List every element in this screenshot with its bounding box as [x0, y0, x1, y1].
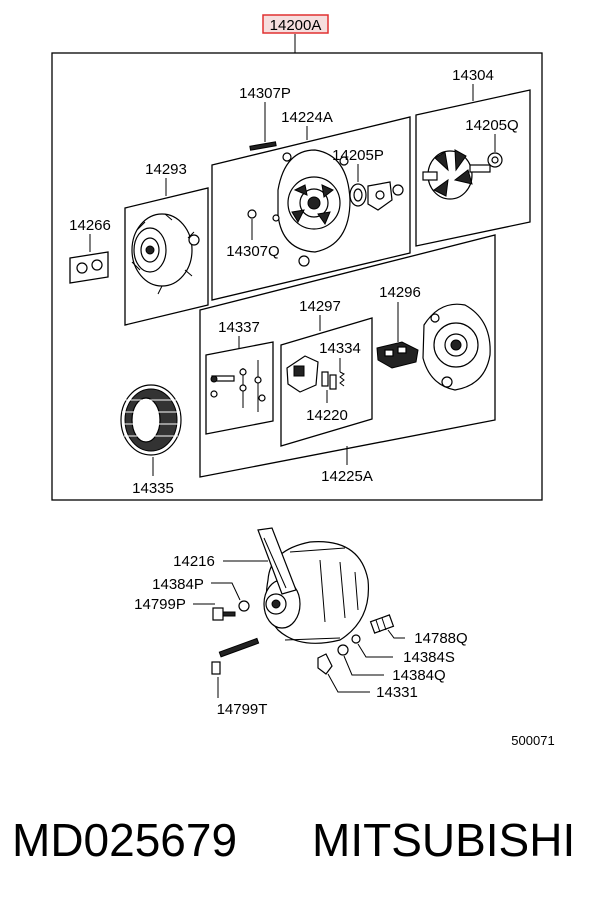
- label-14335[interactable]: 14335: [132, 480, 174, 497]
- nut-14266: [76, 262, 88, 274]
- label-14799T[interactable]: 14799T: [217, 701, 268, 718]
- panel-rear-bracket: [199, 234, 496, 478]
- panel-brush-holder: [280, 317, 373, 447]
- label-14220[interactable]: 14220: [306, 407, 348, 424]
- panel-front-bracket: [211, 116, 411, 301]
- leader-14384P: [211, 582, 241, 601]
- bearing-14205P: [349, 181, 404, 211]
- panel-nut-washer: [69, 251, 109, 284]
- stator-part: [120, 384, 182, 456]
- washer-14266: [91, 259, 103, 271]
- assembly-frame: [51, 52, 543, 501]
- label-14799P[interactable]: 14799P: [134, 596, 186, 613]
- washer-14384Q: [337, 644, 349, 656]
- washer-14307Q: [272, 214, 280, 222]
- label-14304[interactable]: 14304: [452, 67, 494, 84]
- regulator-part: [376, 341, 419, 369]
- assembly-label[interactable]: 14200A: [270, 17, 322, 34]
- label-14307Q[interactable]: 14307Q: [226, 243, 279, 260]
- terminal-kit-part: [210, 360, 266, 412]
- rear-bracket-part: [422, 303, 491, 391]
- washer-14384P: [238, 600, 250, 612]
- label-14334[interactable]: 14334: [319, 340, 361, 357]
- leader-14331: [327, 673, 370, 693]
- label-14205Q[interactable]: 14205Q: [465, 117, 518, 134]
- label-14331[interactable]: 14331: [376, 684, 418, 701]
- assembly-label-highlight: [262, 14, 329, 34]
- label-14293[interactable]: 14293: [145, 161, 187, 178]
- part-number: MD025679: [12, 814, 237, 866]
- label-14788Q[interactable]: 14788Q: [414, 630, 467, 647]
- label-14384Q[interactable]: 14384Q: [392, 667, 445, 684]
- alternator-assembly-part: [257, 527, 370, 644]
- panel-rotor: [415, 89, 531, 247]
- label-14216[interactable]: 14216: [173, 553, 215, 570]
- bolt-14307P: [249, 141, 277, 151]
- label-14266[interactable]: 14266: [69, 217, 111, 234]
- washer-14384S: [351, 634, 361, 644]
- screw-14307Q: [247, 209, 257, 219]
- leader-14788Q: [387, 629, 405, 639]
- bolt-14799T: [211, 637, 260, 675]
- terminal-14331: [317, 653, 333, 675]
- brush-holder-part: [286, 355, 345, 393]
- label-14224A[interactable]: 14224A: [281, 109, 333, 126]
- leader-14384Q: [343, 655, 384, 676]
- assembly-label-group[interactable]: 14200A: [262, 14, 329, 34]
- label-14384P[interactable]: 14384P: [152, 576, 204, 593]
- front-bracket-part: [277, 149, 351, 267]
- bolt-14799P: [212, 607, 236, 621]
- leader-14384S: [357, 643, 393, 658]
- diagram-code: 500071: [511, 733, 554, 748]
- label-14225A[interactable]: 14225A: [321, 468, 373, 485]
- panel-pulley: [124, 187, 209, 326]
- label-14205P[interactable]: 14205P: [332, 147, 384, 164]
- sleeve-14788Q: [369, 614, 395, 634]
- fan-pulley-part: [131, 213, 200, 295]
- label-14297[interactable]: 14297: [299, 298, 341, 315]
- label-14337[interactable]: 14337: [218, 319, 260, 336]
- panel-terminal-kit: [205, 341, 274, 435]
- label-14307P[interactable]: 14307P: [239, 85, 291, 102]
- label-14384S[interactable]: 14384S: [403, 649, 455, 666]
- label-14296[interactable]: 14296: [379, 284, 421, 301]
- rotor-part: [422, 149, 503, 200]
- brand-name: MITSUBISHI: [312, 814, 575, 866]
